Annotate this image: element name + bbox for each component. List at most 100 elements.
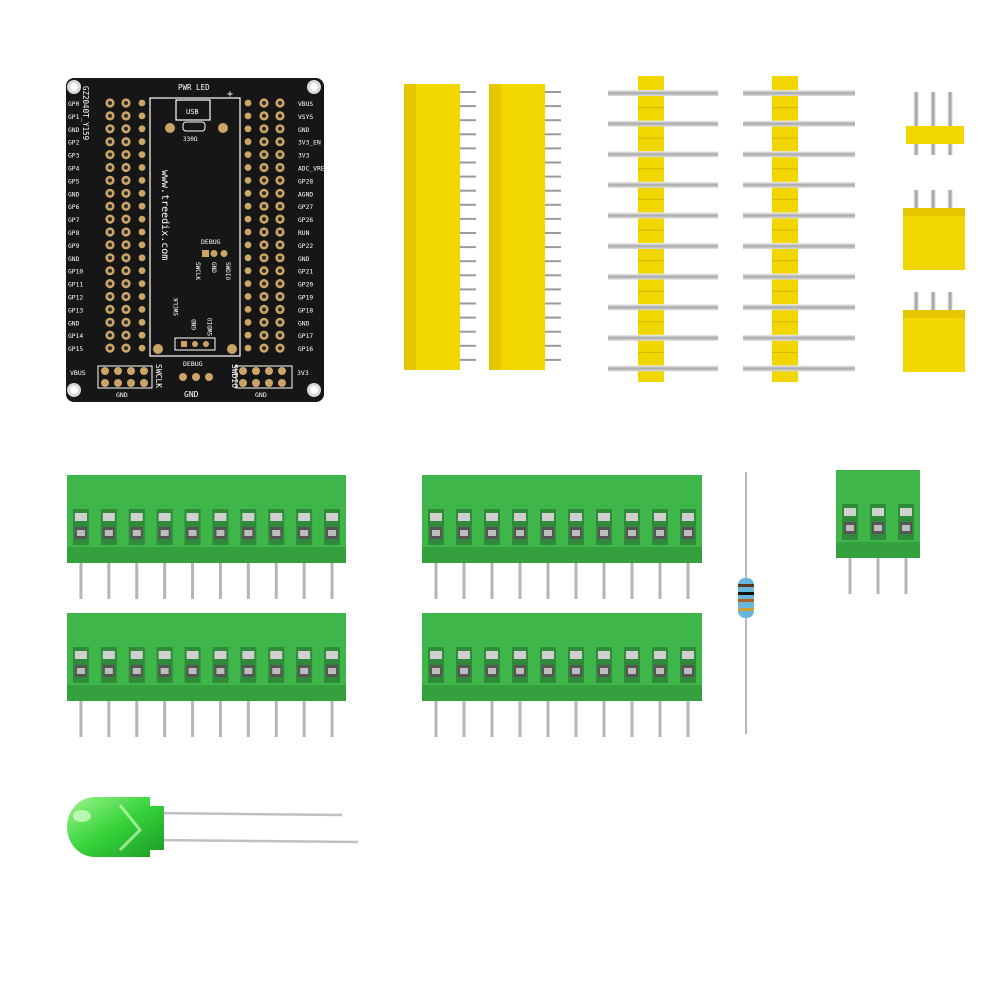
resistor xyxy=(738,472,754,734)
pin xyxy=(913,292,919,314)
terminal-screw xyxy=(542,513,554,521)
terminal-screw xyxy=(102,651,115,659)
screw-terminal-block xyxy=(836,470,920,594)
pcb-right-label: GP18 xyxy=(298,307,313,314)
pcb-pad-hole xyxy=(124,242,128,247)
pcb-pad-inner xyxy=(138,254,146,262)
pcb-pad-hole xyxy=(108,230,112,234)
terminal-screw xyxy=(598,651,610,659)
pcb-pad-hole xyxy=(262,255,266,260)
pcb-pad-hole xyxy=(262,126,266,131)
pcb-pad-hole xyxy=(108,139,112,144)
female-header-shade xyxy=(404,84,416,370)
pcb-pad-inner xyxy=(138,280,146,287)
pcb-pad-hole xyxy=(262,178,266,183)
usb-label: USB xyxy=(186,108,199,116)
pcb-pad-hole xyxy=(262,333,266,338)
pcb-right-label: GP17 xyxy=(298,333,313,340)
terminal-clamp-metal xyxy=(328,530,337,536)
pcb-pad-hole xyxy=(108,126,112,131)
pcb-pad-inner xyxy=(244,164,252,171)
pcb-pad xyxy=(239,367,247,375)
plus-label: + xyxy=(227,89,233,100)
male-header-pin-through xyxy=(772,181,798,188)
terminal-clamp-metal xyxy=(76,668,85,674)
terminal-clamp-metal xyxy=(328,668,337,674)
bottom-vbus-label: VBUS xyxy=(70,369,86,377)
terminal-clamp-metal xyxy=(160,668,169,674)
pcb-right-label: AGND xyxy=(298,191,313,198)
pcb-pad-hole xyxy=(124,281,128,286)
terminal-clamp-metal xyxy=(572,668,580,674)
pcb-right-label: VSYS xyxy=(298,114,313,121)
pcb-pad-inner xyxy=(138,267,146,275)
pcb-pad-hole xyxy=(262,307,266,312)
pcb-pad-hole xyxy=(108,191,112,196)
resistor-label: 330Ω xyxy=(183,136,198,143)
terminal-screw xyxy=(626,513,638,521)
header-body xyxy=(906,126,964,144)
pcb-pad-hole xyxy=(262,204,266,209)
terminal-screw xyxy=(242,651,255,659)
terminal-clamp-metal xyxy=(902,525,910,531)
pcb-right-label: GP28 xyxy=(298,178,313,185)
pcb-pad xyxy=(205,373,213,381)
pcb-left-label: GP1 xyxy=(68,114,80,121)
pcb-pad-inner xyxy=(244,331,252,339)
pcb-left-label: GP0 xyxy=(68,101,80,108)
pcb-pad-hole xyxy=(108,242,112,247)
debug-pin-swdio-bottom: SWDIO xyxy=(207,318,214,336)
bottom-swdio-label: SWDIO xyxy=(230,364,239,388)
pcb-pad-inner xyxy=(244,318,252,326)
pcb-pad-inner xyxy=(244,99,252,107)
male-header-pin-through xyxy=(772,304,798,311)
pcb-pad-hole xyxy=(108,113,112,118)
pcb-pad-hole xyxy=(278,204,282,209)
pcb-pad-hole xyxy=(262,217,266,222)
debug-pin-swclk-bottom: SWCLK xyxy=(173,298,180,316)
pcb-pad-inner xyxy=(138,99,146,107)
pcb-pad-inner xyxy=(244,293,252,300)
pcb-pad-inner xyxy=(244,138,252,146)
screw-terminal-block xyxy=(67,613,346,737)
pcb-pad-hole xyxy=(108,204,112,209)
pcb-pad-hole xyxy=(108,320,112,325)
pin xyxy=(913,190,919,212)
pcb-right-labels: VBUSVSYSGND3V3_EN3V3ADC_VREFGP28AGNDGP27… xyxy=(298,101,329,353)
debug-top-label: DEBUG xyxy=(201,238,221,246)
pcb-pad-inner xyxy=(244,151,252,159)
terminal-clamp-metal xyxy=(684,530,692,536)
male-header-pin xyxy=(743,365,855,372)
terminal-screw xyxy=(570,513,582,521)
terminal-screw xyxy=(514,651,526,659)
terminal-screw xyxy=(626,651,638,659)
pcb-pad-hole xyxy=(262,152,266,157)
terminal-clamp-metal xyxy=(684,668,692,674)
pcb-left-label: GP4 xyxy=(68,166,80,173)
pcb-pad-hole xyxy=(124,165,128,170)
pin xyxy=(947,190,953,212)
pcb-pad-hole xyxy=(124,152,128,157)
screw-terminal-block xyxy=(67,475,346,599)
terminal-screw xyxy=(186,651,199,659)
terminal-clamp-metal xyxy=(544,530,552,536)
pcb-pad-inner xyxy=(138,138,146,146)
terminal-clamp-metal xyxy=(460,530,468,536)
pcb-pad-inner xyxy=(138,164,146,171)
pcb-pad xyxy=(114,379,122,387)
pin xyxy=(930,190,936,212)
pcb-pad-inner xyxy=(244,125,252,133)
terminal-screw xyxy=(430,651,442,659)
terminal-clamp-metal xyxy=(516,668,524,674)
pcb-pad xyxy=(239,379,247,387)
terminal-screw xyxy=(486,651,498,659)
pcb-left-label: GP12 xyxy=(68,295,83,302)
screw-terminal-blocks xyxy=(67,470,920,737)
pcb-pad xyxy=(192,373,200,381)
pin xyxy=(930,292,936,314)
pcb-pad-hole xyxy=(278,255,282,260)
terminal-lip xyxy=(67,685,346,701)
pcb-right-label: GND xyxy=(298,256,310,263)
pin xyxy=(947,292,953,314)
